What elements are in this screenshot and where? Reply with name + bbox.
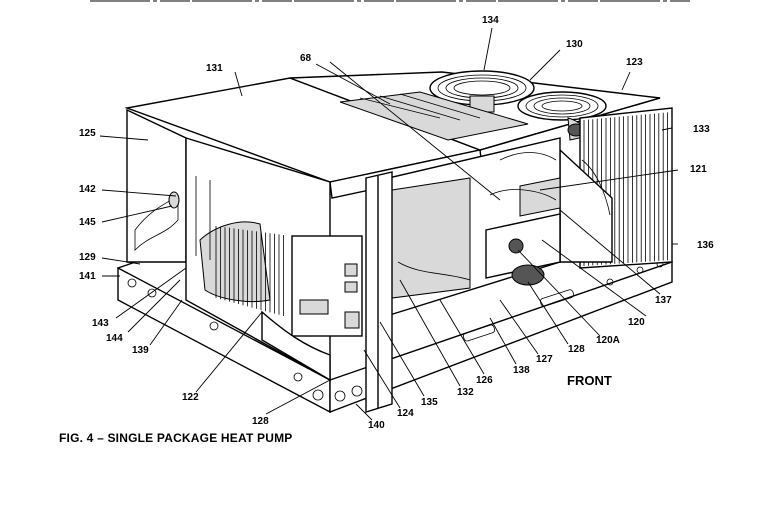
callout-136: 136 — [697, 240, 714, 251]
callout-127: 127 — [536, 354, 553, 365]
callout-122: 122 — [182, 392, 199, 403]
callout-120: 120 — [628, 317, 645, 328]
left-side-panel — [126, 108, 187, 263]
callout-68: 68 — [300, 53, 312, 64]
callout-132: 132 — [457, 387, 474, 398]
callout-139: 139 — [132, 345, 149, 356]
callout-121: 121 — [690, 164, 707, 175]
compressor-compartment — [379, 137, 561, 319]
callout-145: 145 — [79, 217, 96, 228]
callout-124: 124 — [397, 408, 414, 419]
callout-134: 134 — [482, 15, 499, 26]
callout-135: 135 — [421, 397, 438, 408]
callout-138: 138 — [513, 365, 530, 376]
outdoor-fans — [429, 70, 607, 141]
callout-126: 126 — [476, 375, 493, 386]
callout-131: 131 — [206, 63, 223, 74]
callout-128: 128 — [252, 416, 269, 427]
center-post — [365, 171, 393, 413]
callout-128-right: 128 — [568, 344, 585, 355]
callout-130: 130 — [566, 39, 583, 50]
leader-lines — [99, 27, 679, 421]
cropped-text-line — [90, 0, 690, 2]
callout-141: 141 — [79, 271, 96, 282]
callout-125: 125 — [79, 128, 96, 139]
callout-144: 144 — [106, 333, 123, 344]
front-label: FRONT — [567, 373, 612, 388]
callout-129: 129 — [79, 252, 96, 263]
top-bracket — [339, 91, 529, 141]
callout-140: 140 — [368, 420, 385, 431]
callout-143: 143 — [92, 318, 109, 329]
callout-137: 137 — [655, 295, 672, 306]
indoor-section — [185, 137, 363, 382]
callout-133: 133 — [693, 124, 710, 135]
callout-123: 123 — [626, 57, 643, 68]
callout-120a: 120A — [596, 335, 620, 346]
callout-142: 142 — [79, 184, 96, 195]
figure-caption: FIG. 4 – SINGLE PACKAGE HEAT PUMP — [59, 431, 293, 445]
